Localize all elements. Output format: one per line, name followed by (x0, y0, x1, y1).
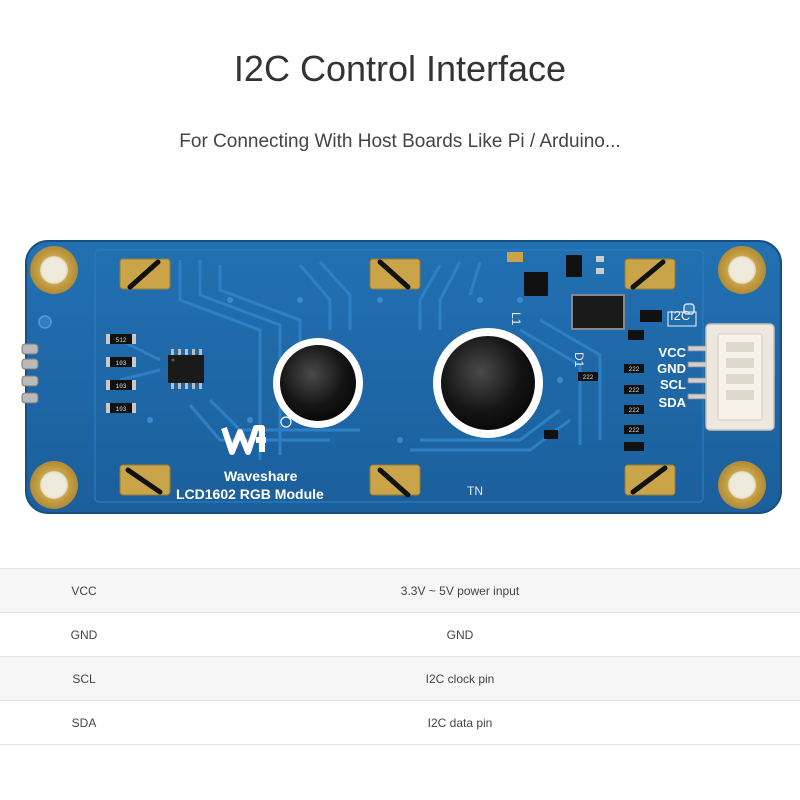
potentiometer-knob-right (433, 328, 543, 438)
pin-name-cell: GND (0, 612, 168, 657)
pin-name-cell: SDA (0, 700, 168, 745)
pin-name-cell: VCC (0, 568, 168, 613)
pcb-vias (147, 297, 563, 443)
resistor-code: 103 (116, 406, 127, 413)
pin-description-cell: GND (168, 612, 800, 657)
table-row: SDA I2C data pin (0, 700, 800, 745)
resistor-code: 103 (116, 383, 127, 390)
resistor-code: 222 (629, 366, 640, 373)
lcd-solder-tab-bend (125, 259, 668, 498)
mounting-hole-top-left (30, 246, 78, 294)
connector-label-i2c: I2C (670, 308, 690, 323)
pin-description-cell: I2C clock pin (168, 656, 800, 701)
potentiometer-knob-left (273, 338, 363, 428)
marking-l1: L1 (509, 312, 523, 326)
left-header-pins (21, 343, 39, 404)
pin-label-gnd: GND (657, 361, 686, 376)
pin-description-cell: I2C data pin (168, 700, 800, 745)
ic-chip (168, 349, 204, 389)
pcb-illustration: 512 103 103 103 L1 D1 (21, 240, 782, 514)
waveshare-logo (221, 416, 292, 455)
page-title: I2C Control Interface (233, 48, 567, 89)
page-subtitle: For Connecting With Host Boards Like Pi … (179, 131, 621, 152)
marking-d1: D1 (572, 352, 586, 368)
table-row: SCL I2C clock pin (0, 656, 800, 701)
pin-name-cell: SCL (0, 656, 168, 701)
resistor-code: 222 (629, 427, 640, 434)
inductor (571, 294, 625, 330)
resistor-code: 222 (583, 374, 594, 381)
pcb-inner-area (94, 249, 704, 503)
smd-resistor-group-right: 222 222 222 222 222 (544, 364, 644, 451)
table-row: GND GND (0, 612, 800, 657)
pin-label-scl: SCL (660, 377, 686, 392)
resistor-code: 222 (629, 407, 640, 414)
mounting-hole-bottom-left (30, 461, 78, 509)
resistor-code: 103 (116, 360, 127, 367)
pcb-traces (119, 260, 602, 460)
resistor-code: 222 (629, 387, 640, 394)
brand-text: Waveshare (224, 468, 298, 484)
pin-table: VCC 3.3V ~ 5V power input GND GND SCL I2… (0, 568, 800, 745)
fiducial-mark (38, 315, 52, 329)
mounting-hole-top-right (718, 246, 766, 294)
marking-tn: TN (467, 484, 483, 498)
mounting-hole-bottom-right (718, 461, 766, 509)
pin-label-sda: SDA (659, 395, 687, 410)
product-image-lcd1602-board: 512 103 103 103 L1 D1 (0, 230, 800, 530)
pin-description-cell: 3.3V ~ 5V power input (168, 568, 800, 613)
model-text: LCD1602 RGB Module (176, 486, 324, 502)
smd-resistor-group-left: 512 103 103 103 (106, 334, 136, 413)
pin-label-vcc: VCC (659, 345, 687, 360)
resistor-code: 512 (116, 337, 127, 344)
i2c-connector: I2C (667, 303, 775, 431)
table-row: VCC 3.3V ~ 5V power input (0, 568, 800, 613)
top-right-components: L1 D1 (507, 252, 662, 368)
